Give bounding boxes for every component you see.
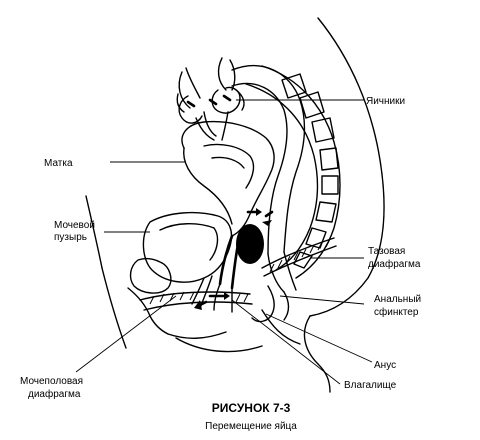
label-urogenital-diaphragm-line2: диафрагма (28, 388, 81, 400)
caption-title: РИСУНОК 7-3 (212, 401, 291, 415)
label-ovaries: Яичники (366, 96, 405, 107)
label-anus: Анус (374, 360, 396, 371)
label-pelvic-diaphragm-line2: диафрагма (368, 258, 421, 270)
anal-sphincter (251, 285, 290, 323)
pelvic-diaphragm (261, 237, 337, 277)
label-uterus: Матка (44, 158, 73, 169)
spine-sacrum (245, 65, 341, 279)
cervix-vagina (213, 224, 264, 313)
urogenital-diaphragm (139, 291, 253, 311)
figure-caption: РИСУНОК 7-3 Перемещение яйца (205, 401, 297, 432)
caption-subtitle: Перемещение яйца (205, 421, 297, 432)
labels: Яичники Матка Мочевой пузырь Тазовая диа… (20, 96, 421, 400)
label-urogenital-diaphragm-line1: Мочеполовая (20, 376, 83, 387)
label-anal-sphincter-line2: сфинктер (374, 306, 419, 318)
pubic-bone (129, 257, 172, 294)
label-bladder-line2: пузырь (54, 232, 87, 243)
uterus (181, 120, 275, 237)
label-pelvic-diaphragm-line1: Тазовая (368, 246, 405, 257)
label-anal-sphincter-line1: Анальный (374, 294, 421, 305)
ovaries-tubes (176, 57, 245, 141)
leader-lines (75, 99, 373, 385)
label-vagina: Влагалище (344, 380, 397, 391)
label-bladder-line1: Мочевой (54, 220, 95, 231)
